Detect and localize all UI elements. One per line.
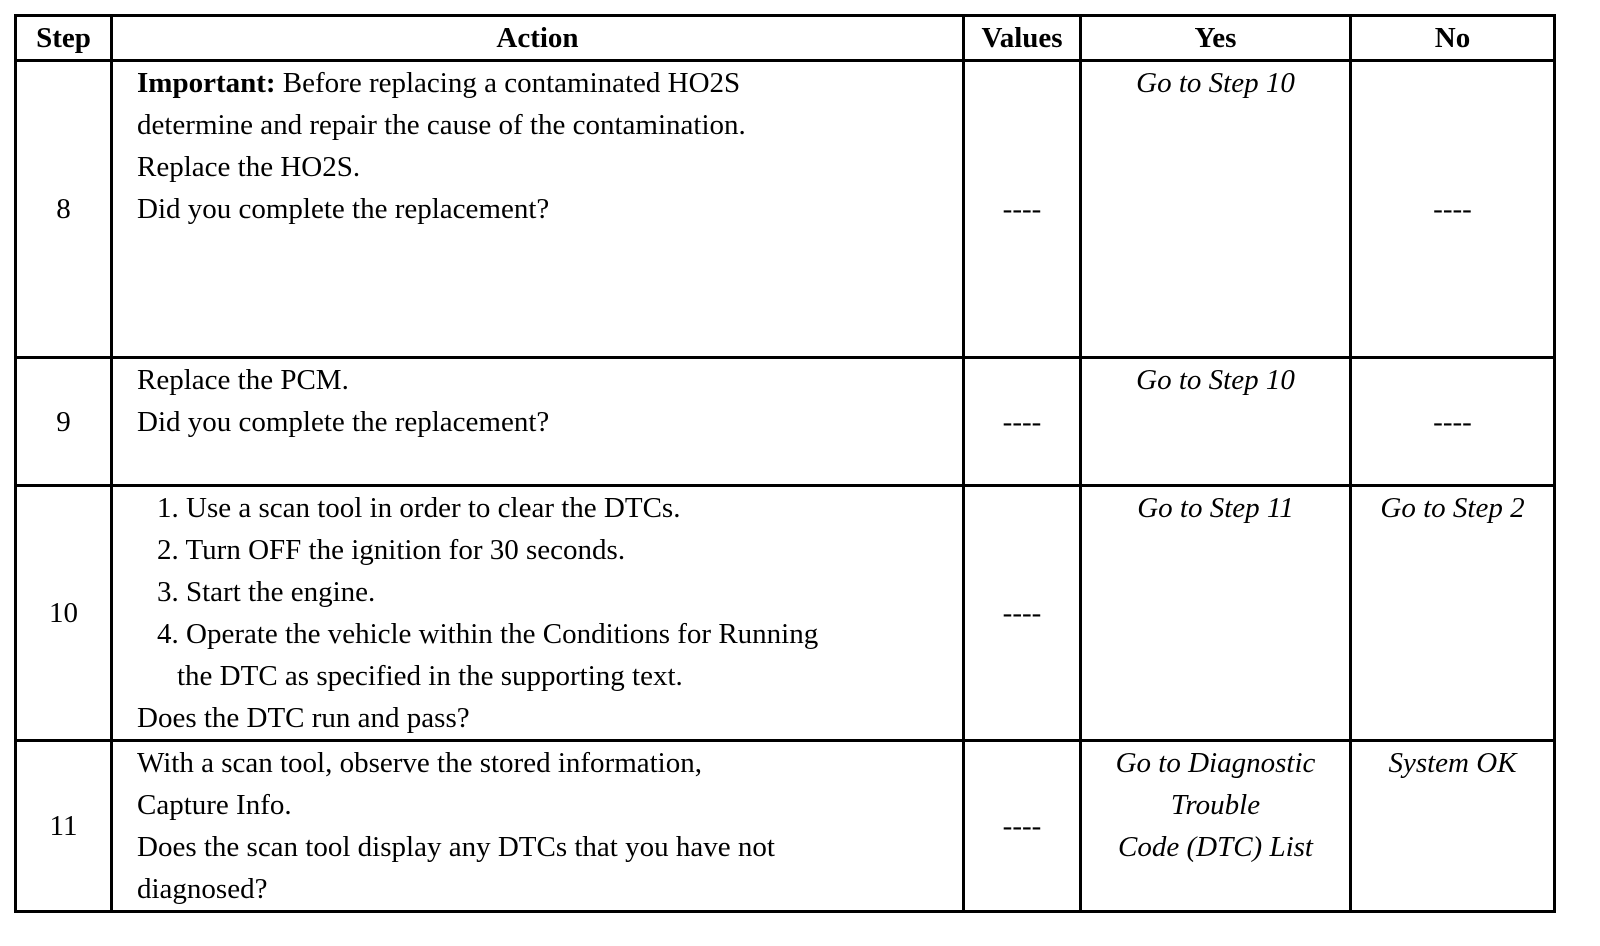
action-line: Replace the HO2S. [137, 151, 361, 183]
action-question: Does the scan tool display any DTCs that… [137, 831, 775, 863]
table-row: 10 1. Use a scan tool in order to clear … [14, 484, 1556, 742]
values-cell: ---- [962, 356, 1082, 487]
yes-cell: Go to Step 10 [1079, 59, 1352, 359]
action-cell: With a scan tool, observe the stored inf… [110, 739, 965, 913]
yes-cell: Go to Diagnostic Trouble Code (DTC) List [1079, 739, 1352, 913]
table-row: 8 Important: Before replacing a contamin… [14, 59, 1556, 359]
no-cell: ---- [1349, 356, 1556, 487]
list-item: 1. Use a scan tool in order to clear the… [157, 492, 681, 524]
list-item: 2. Turn OFF the ignition for 30 seconds. [157, 534, 626, 566]
header-yes: Yes [1079, 14, 1352, 62]
header-action: Action [110, 14, 965, 62]
action-question: Did you complete the replacement? [137, 406, 550, 438]
header-values: Values [962, 14, 1082, 62]
list-item-continuation: the DTC as specified in the supporting t… [177, 660, 683, 692]
action-line: determine and repair the cause of the co… [137, 109, 746, 141]
step-number: 11 [14, 739, 113, 913]
no-link[interactable]: System OK [1388, 747, 1517, 779]
action-line: With a scan tool, observe the stored inf… [137, 747, 702, 779]
yes-link[interactable]: Go to Step 10 [1136, 67, 1295, 99]
yes-link[interactable]: Go to Step 10 [1136, 364, 1295, 396]
action-line: Replace the PCM. [137, 364, 349, 396]
yes-link[interactable]: Go to Diagnostic Trouble Code (DTC) List [1082, 742, 1349, 868]
action-question: diagnosed? [137, 873, 268, 905]
yes-link-line: Go to Diagnostic [1115, 747, 1316, 779]
no-cell: System OK [1349, 739, 1556, 913]
action-question: Did you complete the replacement? [137, 193, 550, 225]
no-link[interactable]: Go to Step 2 [1380, 492, 1525, 524]
values-cell: ---- [962, 484, 1082, 742]
table-row: 11 With a scan tool, observe the stored … [14, 739, 1556, 913]
values-cell: ---- [962, 59, 1082, 359]
values-cell: ---- [962, 739, 1082, 913]
action-question: Does the DTC run and pass? [137, 702, 470, 734]
yes-link-line: Trouble [1170, 789, 1261, 821]
header-step: Step [14, 14, 113, 62]
important-label: Important: [137, 67, 276, 99]
header-row: Step Action Values Yes No [14, 14, 1556, 62]
yes-link[interactable]: Go to Step 11 [1137, 492, 1294, 524]
header-no: No [1349, 14, 1556, 62]
action-cell: 1. Use a scan tool in order to clear the… [110, 484, 965, 742]
step-number: 8 [14, 59, 113, 359]
yes-link-line: Code (DTC) List [1118, 831, 1313, 863]
table-row: 9 Replace the PCM. Did you complete the … [14, 356, 1556, 487]
step-number: 9 [14, 356, 113, 487]
action-cell: Replace the PCM. Did you complete the re… [110, 356, 965, 487]
diagnostic-table: Step Action Values Yes No 8 Important: B… [14, 14, 1556, 913]
step-number: 10 [14, 484, 113, 742]
no-cell: Go to Step 2 [1349, 484, 1556, 742]
important-note: Important: Before replacing a contaminat… [137, 62, 962, 104]
yes-cell: Go to Step 10 [1079, 356, 1352, 487]
yes-cell: Go to Step 11 [1079, 484, 1352, 742]
no-cell: ---- [1349, 59, 1556, 359]
important-text: Before replacing a contaminated HO2S [275, 67, 741, 99]
list-item: 4. Operate the vehicle within the Condit… [157, 618, 819, 650]
action-line: Capture Info. [137, 789, 292, 821]
list-item: 3. Start the engine. [157, 576, 376, 608]
action-cell: Important: Before replacing a contaminat… [110, 59, 965, 359]
